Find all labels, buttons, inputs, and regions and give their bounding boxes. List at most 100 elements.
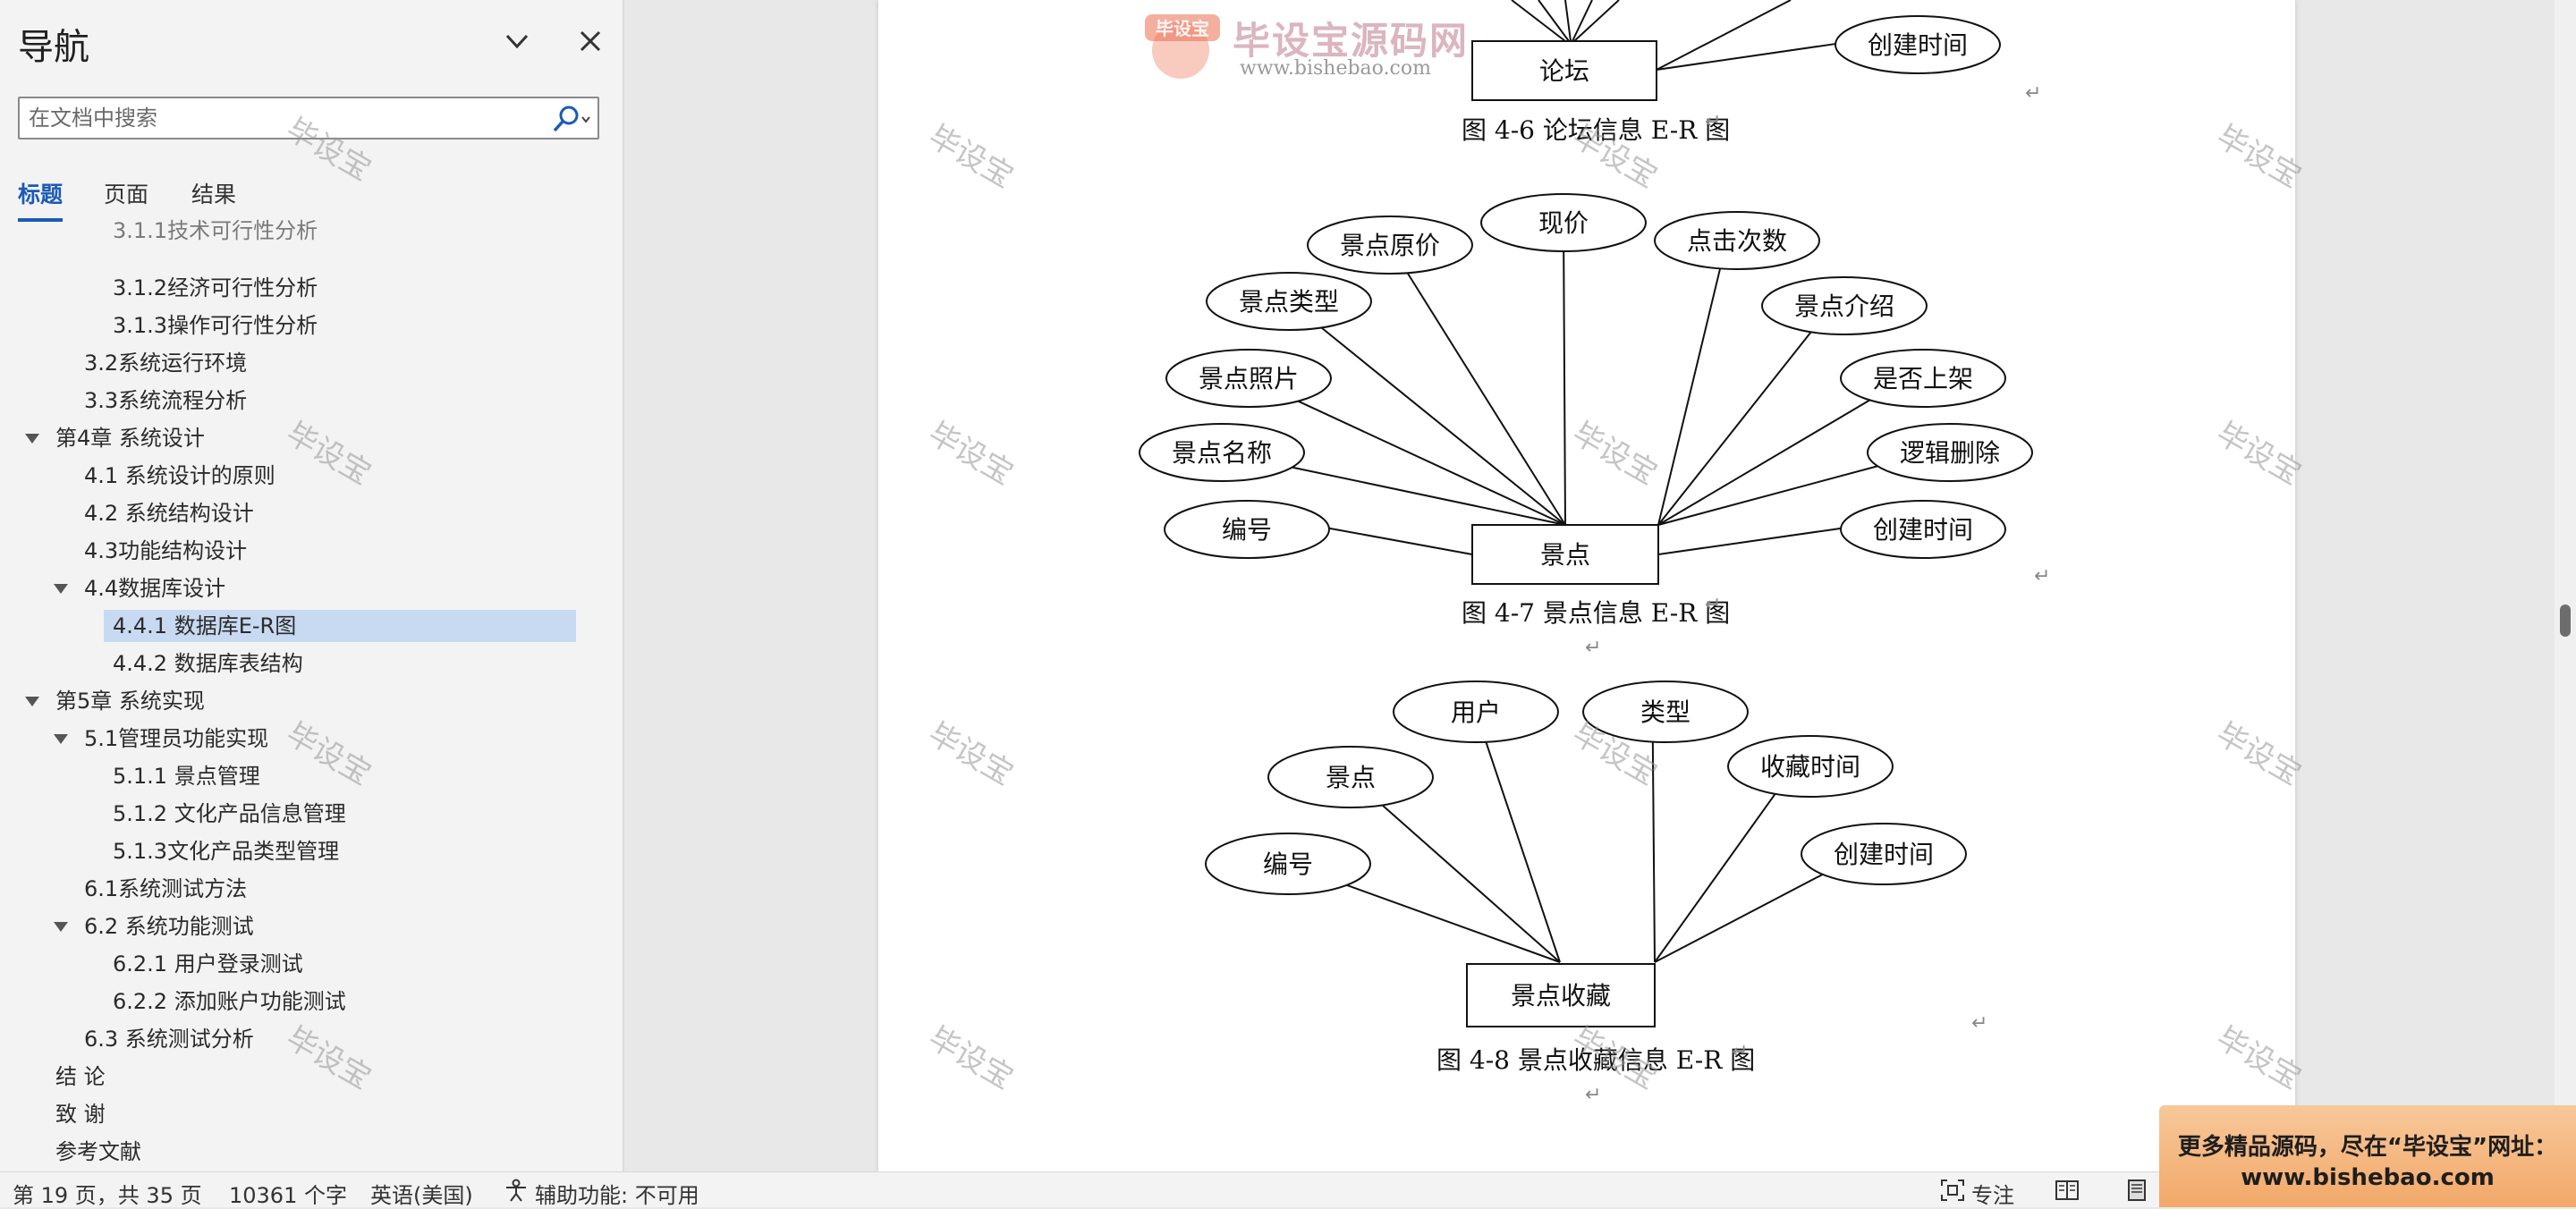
nav-heading-item[interactable]: 致 谢 xyxy=(55,1102,106,1127)
nav-heading-item[interactable]: 结 论 xyxy=(55,1064,106,1089)
tab-results[interactable]: 结果 xyxy=(191,182,237,207)
er-relation-line xyxy=(1485,741,1561,963)
nav-heading-item[interactable]: 5.1.3文化产品类型管理 xyxy=(113,839,340,864)
read-mode-icon[interactable] xyxy=(2054,1178,2080,1203)
nav-heading-item[interactable]: 5.1.2 文化产品信息管理 xyxy=(113,801,346,826)
er-relation-line xyxy=(1328,527,1473,555)
er-attribute-ellipse xyxy=(1835,15,2001,74)
tab-headings[interactable]: 标题 xyxy=(18,182,64,207)
er-attribute-ellipse xyxy=(1727,735,1894,798)
word-count[interactable]: 10361 个字 xyxy=(229,1183,347,1208)
collapse-triangle-icon[interactable] xyxy=(25,434,39,444)
paragraph-mark-icon: ↵ xyxy=(1705,594,1722,616)
nav-heading-item[interactable]: 6.3 系统测试分析 xyxy=(84,1027,254,1052)
er-attribute-ellipse xyxy=(1582,681,1749,743)
er-attribute-ellipse xyxy=(1165,349,1332,408)
er-relation-line xyxy=(1651,741,1656,963)
nav-heading-item[interactable]: 3.1.2经济可行性分析 xyxy=(113,275,318,300)
nav-heading-item[interactable]: 4.4.2 数据库表结构 xyxy=(113,651,303,676)
collapse-triangle-icon[interactable] xyxy=(54,584,68,594)
nav-heading-item[interactable]: 第5章 系统实现 xyxy=(55,689,205,714)
nav-options-button[interactable] xyxy=(499,23,535,59)
er-relation-line xyxy=(1657,268,1722,526)
search-input[interactable] xyxy=(29,104,547,132)
figure-caption: 图 4-8 景点收藏信息 E-R 图 xyxy=(1436,1045,1756,1075)
site-logo: 毕设宝 毕设宝源码网 www.bishebao.com xyxy=(1136,7,1476,82)
nav-close-button[interactable] xyxy=(572,23,608,59)
tab-pages[interactable]: 页面 xyxy=(104,182,149,207)
er-relation-line xyxy=(1654,793,1776,963)
nav-heading-item[interactable]: 6.2 系统功能测试 xyxy=(84,914,254,939)
er-attribute-label: 是否上架 xyxy=(1873,364,1973,393)
er-entity-box xyxy=(1471,40,1657,101)
paragraph-mark-icon: ↵ xyxy=(1732,1041,1749,1063)
er-relation-line xyxy=(1297,400,1566,526)
nav-heading-item[interactable]: 4.3功能结构设计 xyxy=(84,538,248,563)
er-attribute-ellipse xyxy=(1205,833,1371,895)
focus-mode-button[interactable]: 专注 xyxy=(1971,1183,2014,1208)
nav-heading-item[interactable]: 6.2.1 用户登录测试 xyxy=(113,951,303,976)
promo-banner[interactable]: 更多精品源码，尽在“毕设宝”网址： www.bishebao.com xyxy=(2159,1105,2576,1207)
er-relation-line xyxy=(1563,250,1566,526)
nav-heading-item[interactable]: 6.1系统测试方法 xyxy=(84,876,248,901)
er-attribute-label: 景点照片 xyxy=(1199,364,1299,393)
er-relation-line xyxy=(1292,466,1566,526)
er-attribute-label: 景点介绍 xyxy=(1794,292,1894,321)
er-relation-line xyxy=(1656,43,1836,71)
status-bar: 第 19 页，共 35 页 10361 个字 英语(美国) 辅助功能: 不可用 … xyxy=(0,1171,2576,1208)
nav-heading-item[interactable]: 参考文献 xyxy=(55,1139,141,1164)
er-attribute-ellipse xyxy=(1654,211,1820,270)
er-relation-line xyxy=(1346,884,1561,963)
collapse-triangle-icon[interactable] xyxy=(25,697,39,706)
er-attribute-label: 景点名称 xyxy=(1172,438,1272,468)
nav-heading-item[interactable]: 3.2系统运行环境 xyxy=(84,351,248,376)
er-attribute-ellipse xyxy=(1801,823,1967,885)
nav-heading-item[interactable]: 3.3系统流程分析 xyxy=(84,388,248,413)
er-relation-line xyxy=(1320,326,1566,526)
nav-heading-item[interactable]: 3.1.1技术可行性分析 xyxy=(113,218,318,243)
figure-caption: 图 4-7 景点信息 E-R 图 xyxy=(1462,598,1731,628)
heading-list: 3.1.1技术可行性分析 3.1.2经济可行性分析 3.1.3操作可行性分析 3.2系… xyxy=(0,218,624,1171)
er-attribute-ellipse xyxy=(1307,216,1473,275)
print-layout-icon[interactable] xyxy=(2123,1178,2150,1203)
focus-icon xyxy=(1941,1179,1964,1201)
er-attribute-label: 景点 xyxy=(1326,763,1376,792)
er-attribute-ellipse xyxy=(1480,193,1647,252)
er-attribute-label: 编号 xyxy=(1263,850,1313,879)
scrollbar-thumb[interactable] xyxy=(2560,604,2571,637)
logo-badge-icon: 毕设宝 xyxy=(1145,14,1220,79)
accessibility-status[interactable]: 辅助功能: 不可用 xyxy=(535,1183,699,1208)
er-attribute-ellipse xyxy=(1206,272,1372,331)
nav-heading-item[interactable]: 3.1.3操作可行性分析 xyxy=(113,313,318,338)
chevron-down-icon xyxy=(505,34,529,49)
er-relation-line xyxy=(1564,0,1572,42)
collapse-triangle-icon[interactable] xyxy=(54,734,68,744)
nav-heading-item[interactable]: 4.1 系统设计的原则 xyxy=(84,463,275,488)
page-count[interactable]: 第 19 页，共 35 页 xyxy=(13,1183,202,1208)
active-tab-indicator xyxy=(18,218,63,222)
vertical-scrollbar[interactable] xyxy=(2555,0,2576,1171)
nav-heading-item[interactable]: 4.4数据库设计 xyxy=(84,576,226,601)
logo-url: www.bishebao.com xyxy=(1240,57,1431,80)
nav-heading-item[interactable]: 5.1管理员功能实现 xyxy=(84,726,269,751)
logo-badge-text: 毕设宝 xyxy=(1156,18,1209,39)
nav-heading-item[interactable]: 第4章 系统设计 xyxy=(55,426,205,451)
figure-caption: 图 4-6 论坛信息 E-R 图 xyxy=(1462,115,1731,145)
er-attribute-label: 创建时间 xyxy=(1873,515,1973,545)
nav-heading-item[interactable]: 6.2.2 添加账户功能测试 xyxy=(113,989,346,1014)
accessibility-icon xyxy=(506,1179,526,1202)
nav-heading-item[interactable]: 4.2 系统结构设计 xyxy=(84,501,254,526)
er-entity-label: 景点 xyxy=(1540,540,1590,570)
paragraph-mark-icon: ↵ xyxy=(1585,637,1602,659)
nav-heading-item[interactable]: 5.1.1 景点管理 xyxy=(113,764,260,789)
er-attribute-label: 类型 xyxy=(1640,698,1690,727)
er-relation-line xyxy=(1654,873,1824,963)
collapse-triangle-icon[interactable] xyxy=(54,922,68,932)
er-relation-line xyxy=(1657,399,1870,526)
nav-heading-selected[interactable]: 4.4.1 数据库E-R图 xyxy=(104,610,576,642)
language-status[interactable]: 英语(美国) xyxy=(370,1183,473,1208)
er-attribute-label: 用户 xyxy=(1451,698,1501,727)
er-relation-line xyxy=(1406,272,1566,526)
search-button[interactable] xyxy=(549,104,594,134)
nav-pane-title: 导航 xyxy=(18,27,89,68)
